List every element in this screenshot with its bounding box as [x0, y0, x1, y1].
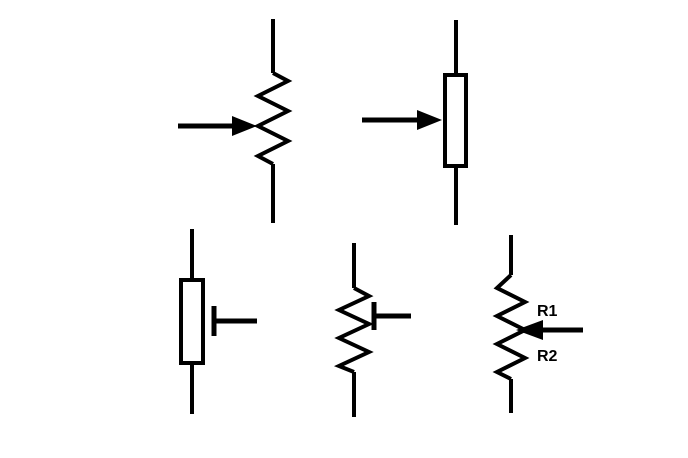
upper-section-label: R1 — [537, 303, 558, 320]
lower-section-label: R2 — [537, 348, 558, 365]
wiper-arrowhead-icon — [417, 110, 442, 130]
zigzag-resistor-body — [333, 286, 374, 374]
wiper-arrowhead-icon — [232, 116, 257, 136]
box-resistor-body — [443, 73, 468, 168]
symbol-potentiometer-divider-labeled: R1 R2 — [492, 235, 583, 413]
symbol-potentiometer-zigzag-arrow — [178, 19, 293, 223]
zigzag-resistor-body — [253, 71, 293, 166]
box-resistor-body — [179, 278, 205, 365]
symbol-tapped-box-resistor — [179, 229, 257, 414]
wiper-arrowhead-icon — [516, 320, 543, 340]
symbol-tapped-zigzag-resistor — [333, 243, 411, 417]
zigzag-resistor-body — [492, 273, 530, 381]
symbol-potentiometer-box-arrow — [362, 20, 468, 225]
